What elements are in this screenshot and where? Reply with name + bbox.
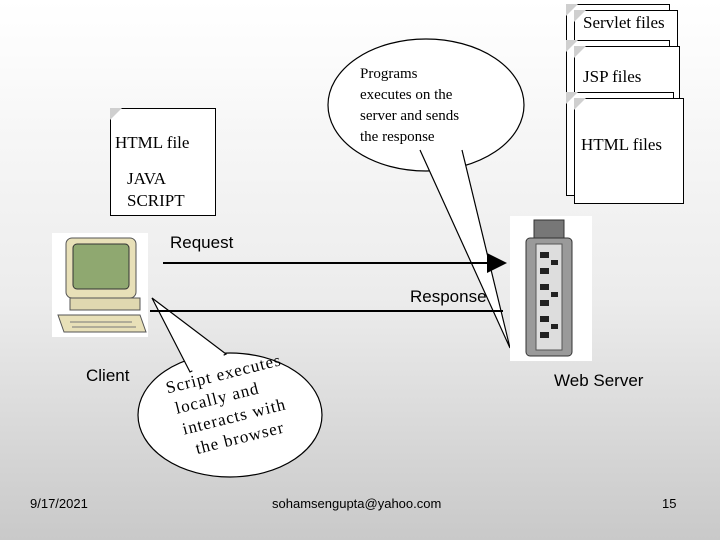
javascript-label-line1: JAVA (127, 169, 167, 188)
server-bubble-text: Programs executes on the server and send… (360, 64, 459, 148)
servlet-files-label: Servlet files (583, 13, 665, 32)
server-bubble-line2: executes on the (360, 87, 453, 103)
html-files-doc: HTML files (574, 98, 684, 204)
footer-email: sohamsengupta@yahoo.com (272, 496, 442, 511)
computer-icon (52, 233, 148, 337)
server-bubble-line3: server and sends (360, 108, 460, 124)
web-server-label: Web Server (554, 371, 644, 390)
server-tower-icon (510, 216, 592, 361)
request-label: Request (170, 233, 234, 252)
response-label: Response (410, 287, 487, 306)
html-files-label: HTML files (581, 135, 663, 154)
client-speech-bubble (137, 297, 323, 478)
server-bubble-line4: the response (360, 129, 435, 145)
jsp-files-label: JSP files (583, 67, 642, 86)
footer-page-number: 15 (662, 496, 677, 511)
footer-date: 9/17/2021 (30, 496, 88, 511)
server-speech-bubble (327, 38, 525, 349)
html-file-doc: HTML file JAVA SCRIPT (110, 108, 216, 216)
client-label: Client (86, 366, 130, 385)
html-file-label: HTML file (115, 133, 190, 152)
javascript-label-line2: SCRIPT (127, 191, 185, 210)
server-bubble-line1: Programs (360, 66, 418, 82)
